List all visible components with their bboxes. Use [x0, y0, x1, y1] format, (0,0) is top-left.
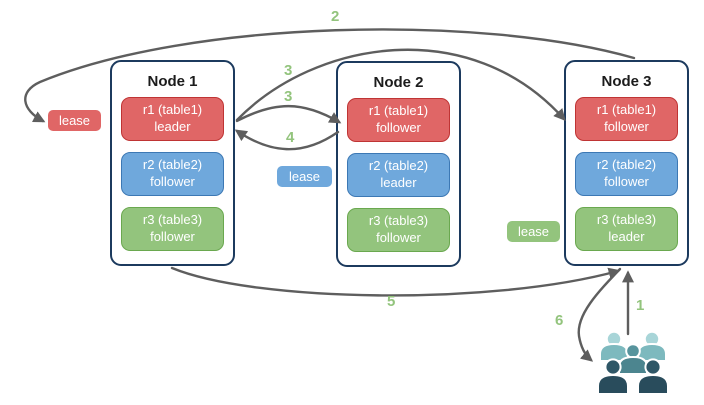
node-3-range-r2: r2 (table2) follower [575, 152, 678, 196]
range-role: follower [604, 119, 649, 134]
step-label-5: 5 [387, 293, 396, 310]
range-label: r2 (table2) [368, 158, 429, 174]
lease-badge-green: lease [507, 221, 560, 242]
node-3-box: Node 3 r1 (table1) follower r2 (table2) … [564, 60, 689, 266]
node-2-range-r1: r1 (table1) follower [347, 98, 450, 142]
range-label: r1 (table1) [596, 102, 657, 118]
range-role: follower [150, 229, 195, 244]
range-role: leader [608, 229, 645, 244]
range-label: r2 (table2) [596, 157, 657, 173]
lease-badge-red: lease [48, 110, 101, 131]
node-2-range-r2: r2 (table2) leader [347, 153, 450, 197]
step-label-3a: 3 [284, 62, 293, 79]
step-label-3b: 3 [284, 88, 293, 105]
range-role: follower [376, 120, 421, 135]
node-3-title: Node 3 [601, 73, 652, 90]
arrow-step-3-to-node2 [235, 105, 342, 124]
range-label: r2 (table2) [142, 157, 203, 173]
range-role: leader [380, 175, 417, 190]
step-label-4: 4 [286, 129, 295, 146]
node-2-box: Node 2 r1 (table1) follower r2 (table2) … [336, 61, 461, 267]
lease-badge-blue: lease [277, 166, 332, 187]
range-label: r3 (table3) [142, 212, 203, 228]
node-1-range-r2: r2 (table2) follower [121, 152, 224, 196]
node-1-range-r3: r3 (table3) follower [121, 207, 224, 251]
node-1-title: Node 1 [147, 73, 198, 90]
node-3-range-r3: r3 (table3) leader [575, 207, 678, 251]
step-label-2: 2 [331, 8, 340, 25]
range-role: leader [154, 119, 191, 134]
node-3-range-r1: r1 (table1) follower [575, 97, 678, 141]
node-1-box: Node 1 r1 (table1) leader r2 (table2) fo… [110, 60, 235, 266]
node-2-range-r3: r3 (table3) follower [347, 208, 450, 252]
range-label: r3 (table3) [596, 212, 657, 228]
users-icon [597, 330, 669, 395]
range-role: follower [604, 174, 649, 189]
range-role: follower [376, 230, 421, 245]
users-front-row [597, 358, 669, 395]
range-label: r3 (table3) [368, 213, 429, 229]
step-label-6: 6 [555, 312, 564, 329]
step-label-1: 1 [636, 297, 645, 314]
range-label: r1 (table1) [142, 102, 203, 118]
arrow-step-5 [170, 266, 621, 297]
node-1-range-r1: r1 (table1) leader [121, 97, 224, 141]
range-label: r1 (table1) [368, 103, 429, 119]
node-2-title: Node 2 [373, 74, 424, 91]
range-role: follower [150, 174, 195, 189]
